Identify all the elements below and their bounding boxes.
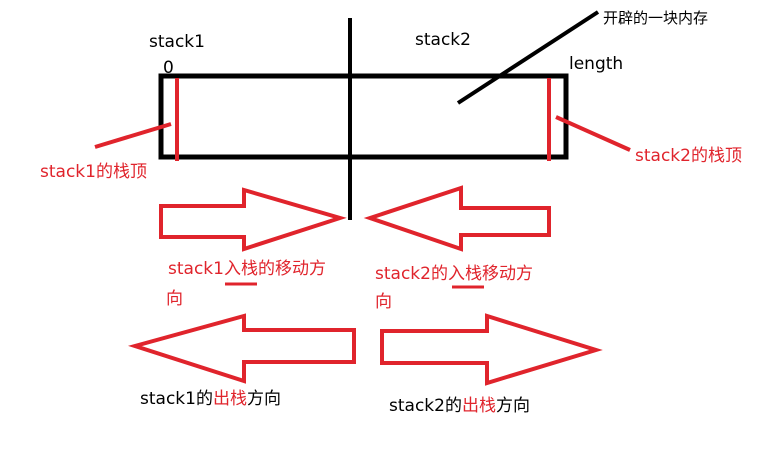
stack2-push-wrap: 向 (375, 292, 392, 312)
memory-pointer-line (456, 10, 600, 105)
memory-label: 开辟的一块内存 (603, 9, 709, 27)
start-index-label: 0 (163, 58, 174, 78)
stack1-pop-mark: 出栈 (212, 389, 247, 409)
stack1-top-pointer (94, 122, 172, 149)
stack1-push-wrap: 向 (166, 289, 183, 309)
stack1-push-prefix: stack1 (168, 259, 224, 279)
memory-block (158, 73, 569, 160)
stack1-pop-suffix: 方向 (246, 389, 281, 409)
stack1-pop-prefix: stack1的 (140, 389, 213, 409)
stack2-pop-prefix: stack2的 (389, 396, 462, 416)
stack2-pop-mark: 出栈 (461, 396, 496, 416)
stack2-top-pointer (555, 115, 631, 152)
stack2-pop-arrow (380, 313, 603, 386)
stack2-top-label: stack2的栈顶 (635, 146, 742, 166)
stack1-push-caption: stack1入栈的移动方 向 (166, 259, 326, 309)
stack2-push-suffix: 移动方 (481, 264, 533, 284)
stack1-push-mark: 入栈 (223, 259, 258, 279)
length-label: length (569, 54, 624, 74)
stack2-pop-suffix: 方向 (495, 396, 530, 416)
stack2-push-caption: stack2的入栈移动方 向 (375, 264, 533, 312)
stack2-push-arrow (363, 185, 551, 252)
stack1-label: stack1 (149, 32, 205, 52)
stack2-pop-caption: stack2的出栈方向 (389, 396, 530, 416)
stack1-pop-arrow (127, 313, 356, 384)
stack2-push-mark: 入栈 (447, 264, 482, 284)
stack1-top-label: stack1的栈顶 (40, 162, 147, 182)
stack2-label: stack2 (415, 30, 471, 50)
stack1-push-suffix: 的移动方 (257, 259, 326, 279)
stack1-pop-caption: stack1的出栈方向 (140, 389, 281, 409)
stack2-push-prefix: stack2的 (375, 264, 448, 284)
stack1-push-arrow (159, 187, 347, 252)
